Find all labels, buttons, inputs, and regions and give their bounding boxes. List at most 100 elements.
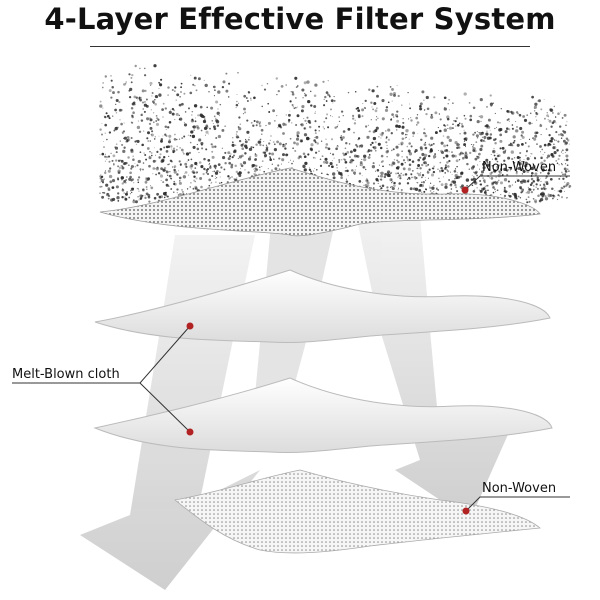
- dust-particle: [132, 200, 136, 204]
- dust-particle: [157, 172, 161, 175]
- dust-particle: [196, 126, 200, 130]
- dust-particle: [272, 141, 275, 143]
- dust-particle: [389, 186, 392, 188]
- dust-particle: [522, 115, 525, 118]
- dust-particle: [391, 87, 394, 91]
- dust-particle: [113, 129, 116, 132]
- dust-particle: [385, 136, 388, 139]
- dust-particle: [470, 166, 475, 170]
- dust-particle: [128, 196, 131, 199]
- dust-particle: [469, 114, 473, 118]
- dust-particle: [397, 160, 400, 164]
- dust-particle: [411, 160, 415, 163]
- dust-particle: [420, 172, 422, 174]
- dust-particle: [536, 100, 538, 102]
- dust-particle: [556, 162, 559, 165]
- dust-particle: [439, 118, 442, 121]
- dust-particle: [561, 116, 564, 119]
- dust-particle: [144, 180, 148, 184]
- dust-particle: [265, 146, 269, 149]
- dust-particle: [128, 89, 131, 92]
- dust-particle: [236, 93, 238, 95]
- dust-particle: [397, 94, 400, 98]
- dust-particle: [287, 113, 291, 117]
- dust-particle: [543, 185, 546, 188]
- dust-particle: [456, 190, 459, 193]
- dust-particle: [451, 127, 454, 130]
- dust-particle: [424, 132, 427, 135]
- dust-particle: [492, 149, 496, 154]
- dust-particle: [526, 170, 530, 173]
- dust-particle: [386, 144, 388, 147]
- dust-particle: [367, 150, 370, 153]
- dust-particle: [411, 176, 413, 179]
- dust-particle: [299, 155, 302, 158]
- dust-particle: [320, 172, 323, 175]
- dust-particle: [524, 164, 528, 168]
- dust-particle: [355, 165, 358, 167]
- dust-particle: [457, 123, 460, 126]
- dust-particle: [212, 86, 215, 88]
- dust-particle: [131, 73, 134, 77]
- dust-particle: [240, 143, 244, 147]
- dust-particle: [544, 195, 547, 198]
- dust-particle: [338, 159, 341, 161]
- dust-particle: [413, 176, 417, 179]
- dust-particle: [173, 137, 177, 141]
- dust-particle: [107, 155, 111, 158]
- dust-particle: [390, 172, 392, 174]
- dust-particle: [189, 186, 191, 188]
- dust-particle: [125, 83, 127, 85]
- dust-particle: [425, 179, 427, 181]
- dust-particle: [149, 126, 153, 130]
- dust-particle: [115, 103, 117, 105]
- dust-particle: [404, 137, 406, 139]
- dust-particle: [359, 161, 363, 164]
- dust-particle: [552, 146, 556, 150]
- dust-particle: [146, 177, 150, 181]
- dust-particle: [315, 151, 318, 154]
- dust-particle: [208, 184, 211, 187]
- dust-particle: [120, 176, 125, 180]
- dust-particle: [444, 166, 448, 169]
- dust-particle: [170, 177, 173, 180]
- dust-particle: [104, 115, 107, 119]
- dust-particle: [451, 173, 453, 175]
- dust-particle: [549, 108, 554, 113]
- dust-particle: [193, 104, 198, 108]
- dust-particle: [137, 120, 139, 122]
- dust-particle: [550, 153, 553, 156]
- dust-particle: [402, 118, 404, 120]
- dust-particle: [185, 165, 188, 169]
- dust-particle: [344, 160, 348, 164]
- dust-particle: [499, 127, 503, 132]
- dust-particle: [440, 183, 444, 187]
- dust-particle: [361, 158, 363, 160]
- dust-particle: [123, 179, 126, 183]
- dust-particle: [278, 157, 281, 160]
- dust-particle: [188, 151, 192, 155]
- dust-particle: [268, 142, 271, 145]
- dust-particle: [259, 169, 261, 171]
- dust-particle: [310, 104, 313, 107]
- dust-particle: [511, 127, 514, 130]
- dust-particle: [423, 143, 427, 146]
- dust-particle: [194, 120, 197, 123]
- dust-particle: [134, 64, 137, 68]
- dust-particle: [472, 190, 476, 193]
- dust-particle: [179, 147, 181, 149]
- dust-particle: [302, 164, 306, 169]
- marker-dot: [186, 322, 194, 330]
- dust-particle: [507, 180, 510, 183]
- dust-particle: [117, 159, 121, 163]
- dust-particle: [527, 145, 530, 148]
- dust-particle: [286, 153, 289, 156]
- dust-particle: [244, 152, 247, 155]
- dust-particle: [395, 129, 398, 131]
- dust-particle: [129, 175, 132, 179]
- dust-particle: [100, 133, 104, 136]
- dust-particle: [247, 171, 250, 174]
- dust-particle: [101, 195, 105, 199]
- dust-particle: [192, 187, 195, 190]
- marker-dot: [186, 428, 194, 436]
